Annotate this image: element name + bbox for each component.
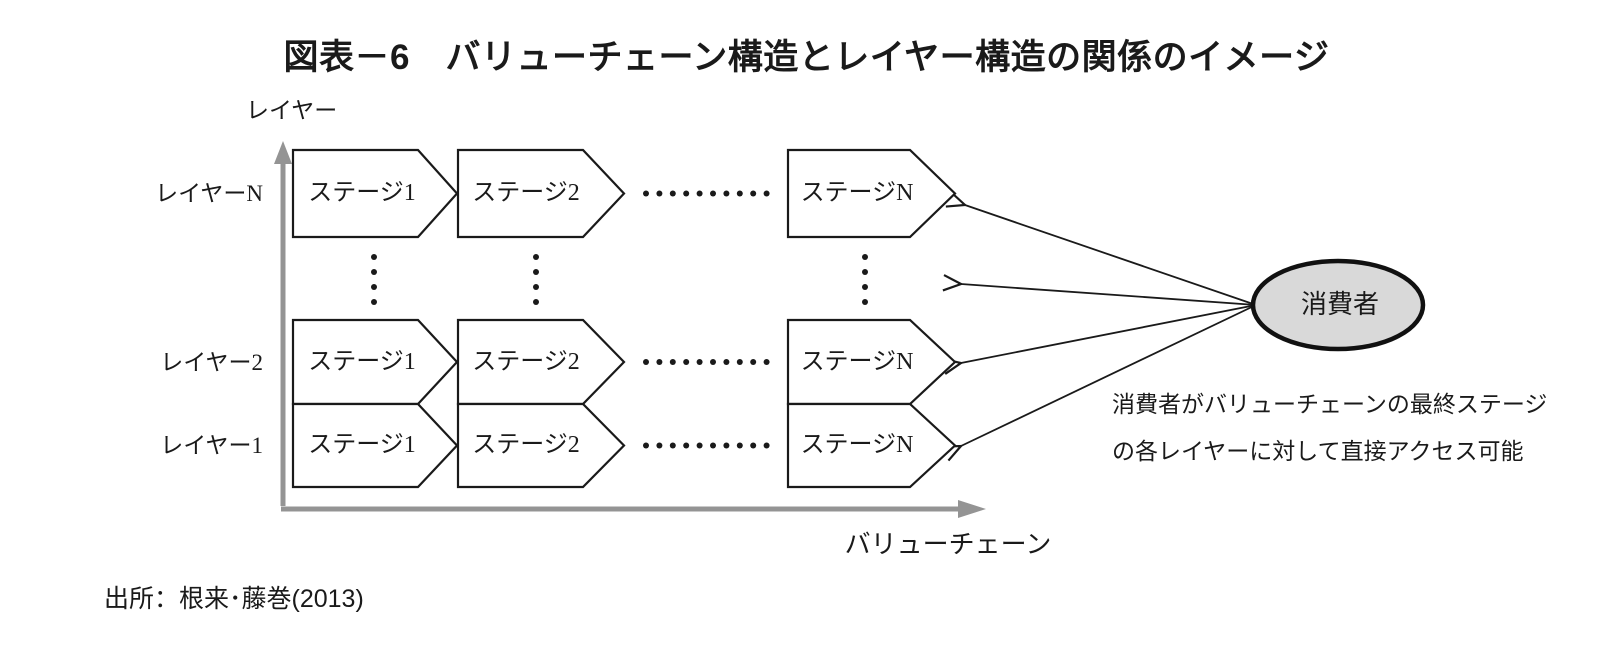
ellipsis-dot	[750, 442, 757, 449]
stage-label-layer-n-n: ステージN	[800, 180, 914, 206]
ellipsis-dot	[862, 284, 868, 290]
stage-shape-layer-2-1	[291, 318, 459, 406]
ellipsis-dot	[683, 359, 690, 365]
consumer-arrow-middle	[961, 284, 1257, 306]
ellipsis-dot	[669, 359, 676, 365]
row-label-layer-n: レイヤーN	[155, 181, 263, 206]
ellipsis-dot	[710, 190, 716, 197]
y-axis-label: レイヤー	[246, 97, 338, 123]
stage-label-layer-n-1: ステージ1	[308, 180, 416, 206]
stage-label-layer-1-1: ステージ1	[308, 432, 416, 458]
ellipsis-dot	[371, 299, 377, 305]
ellipsis-dot	[710, 359, 716, 365]
ellipsis-dot	[862, 269, 868, 275]
ellipsis-dot	[723, 190, 730, 197]
ellipsis-dot	[656, 442, 663, 449]
ellipsis-dot	[371, 269, 377, 275]
stage-shape-layer-n-n	[786, 148, 957, 239]
source-text: 出所：根来･藤巻(2013)	[104, 585, 364, 613]
ellipsis-dot	[643, 190, 649, 197]
ellipsis-dot	[533, 269, 539, 275]
ellipsis-dot	[710, 442, 716, 449]
stage-shape-layer-n-2	[456, 148, 626, 239]
stage-shape-layer-2-n	[786, 318, 957, 406]
consumer-label: 消費者	[1300, 289, 1379, 319]
figure-title: 図表－6 バリューチェーン構造とレイヤー構造の関係のイメージ	[283, 38, 1330, 77]
annotation-line-2: の各レイヤーに対して直接アクセス可能	[1112, 438, 1524, 464]
ellipsis-dot	[371, 254, 377, 260]
stage-shape-layer-1-2	[456, 402, 626, 489]
ellipsis-dot	[763, 359, 770, 365]
stage-label-layer-2-n: ステージN	[800, 349, 914, 375]
stage-shape-layer-1-n	[786, 402, 957, 489]
ellipsis-dot	[533, 299, 539, 305]
stage-label-layer-2-1: ステージ1	[308, 349, 416, 375]
ellipsis-dot	[533, 284, 539, 290]
y-axis-arrowhead-icon	[274, 141, 292, 164]
ellipsis-dot	[723, 442, 730, 449]
ellipsis-dot	[862, 299, 868, 305]
ellipsis-dot	[643, 442, 649, 449]
x-axis-arrow	[281, 500, 986, 518]
annotation-line-1: 消費者がバリューチェーンの最終ステージ	[1112, 391, 1548, 417]
ellipsis-dot	[696, 442, 703, 449]
ellipsis-dot	[669, 442, 676, 449]
ellipsis-dot	[763, 190, 770, 197]
annotation-text: 消費者がバリューチェーンの最終ステージ の各レイヤーに対して直接アクセス可能	[1112, 381, 1547, 475]
ellipsis-dot	[669, 190, 676, 197]
ellipsis-dot	[533, 254, 539, 260]
ellipsis-dot	[371, 284, 377, 290]
ellipsis-dot	[683, 442, 690, 449]
ellipsis-dot	[696, 359, 703, 365]
stage-shape-layer-n-1	[291, 148, 459, 239]
stage-label-layer-2-2: ステージ2	[472, 349, 580, 375]
ellipsis-dot	[683, 190, 690, 197]
stage-label-layer-1-2: ステージ2	[472, 432, 580, 458]
consumer-ellipse	[1250, 258, 1426, 352]
consumer-arrow-layer-2	[961, 304, 1257, 363]
x-axis-label: バリューチェーン	[844, 529, 1052, 559]
ellipsis-dots	[371, 190, 868, 449]
ellipsis-dot	[656, 190, 663, 197]
ellipsis-dot	[862, 254, 868, 260]
ellipsis-dot	[643, 359, 649, 365]
stage-label-layer-1-n: ステージN	[800, 432, 914, 458]
consumer-arrow-layer-1	[961, 304, 1257, 446]
row-label-layer-1: レイヤー1	[160, 433, 263, 458]
x-axis-arrowhead-icon	[958, 500, 986, 518]
ellipsis-dot	[736, 442, 743, 449]
y-axis-arrow	[274, 141, 292, 506]
stage-shape-layer-1-1	[291, 402, 459, 489]
ellipsis-dot	[750, 359, 757, 365]
ellipsis-dot	[750, 190, 757, 197]
row-label-layer-2: レイヤー2	[160, 350, 263, 375]
stage-shape-layer-2-2	[456, 318, 626, 406]
ellipsis-dot	[736, 359, 743, 365]
consumer-access-lines	[961, 205, 1257, 446]
ellipsis-dot	[656, 359, 663, 365]
stage-shapes	[291, 148, 957, 489]
stage-label-layer-n-2: ステージ2	[472, 180, 580, 206]
ellipsis-dot	[763, 442, 770, 449]
consumer-arrow-layer-n	[965, 205, 1257, 306]
ellipsis-dot	[723, 359, 730, 365]
ellipsis-dot	[696, 190, 703, 197]
ellipsis-dot	[736, 190, 743, 197]
